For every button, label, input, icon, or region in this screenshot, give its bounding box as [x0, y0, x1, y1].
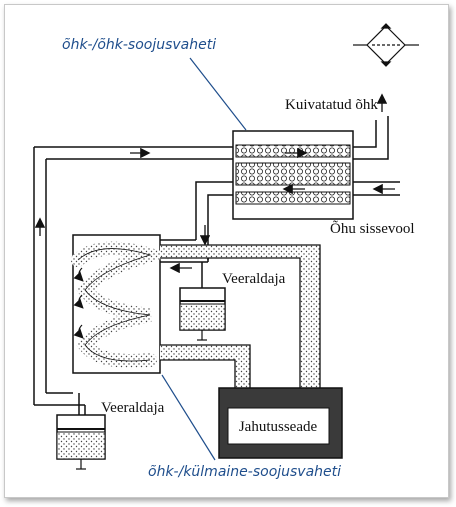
air-air-hx-pointer [189, 57, 247, 131]
cooling-unit [218, 387, 343, 459]
air-inflow-label: Õhu sissevool [330, 220, 415, 237]
piping [33, 116, 400, 406]
air-air-heat-exchanger [232, 130, 354, 220]
air-coolant-heat-exchanger [71, 234, 175, 374]
water-separator-bottom [56, 393, 106, 470]
air-coolant-hx-pointer [161, 374, 216, 461]
cooling-unit-label: Jahutusseade [239, 419, 318, 435]
separator-top-label: Veeraldaja [222, 271, 286, 287]
air-coolant-hx-annotation: õhk-/külmaine-soojusvaheti [148, 464, 341, 480]
flow-arrows [34, 93, 395, 274]
air-air-hx-annotation: õhk-/õhk-soojusvaheti [62, 37, 216, 53]
dried-air-label: Kuivatatud õhk [285, 97, 378, 113]
separator-bottom-label: Veeraldaja [101, 400, 165, 416]
coolant-pipes [160, 244, 321, 388]
water-separator-top [179, 287, 226, 341]
dryer-symbol-icon [353, 23, 419, 67]
